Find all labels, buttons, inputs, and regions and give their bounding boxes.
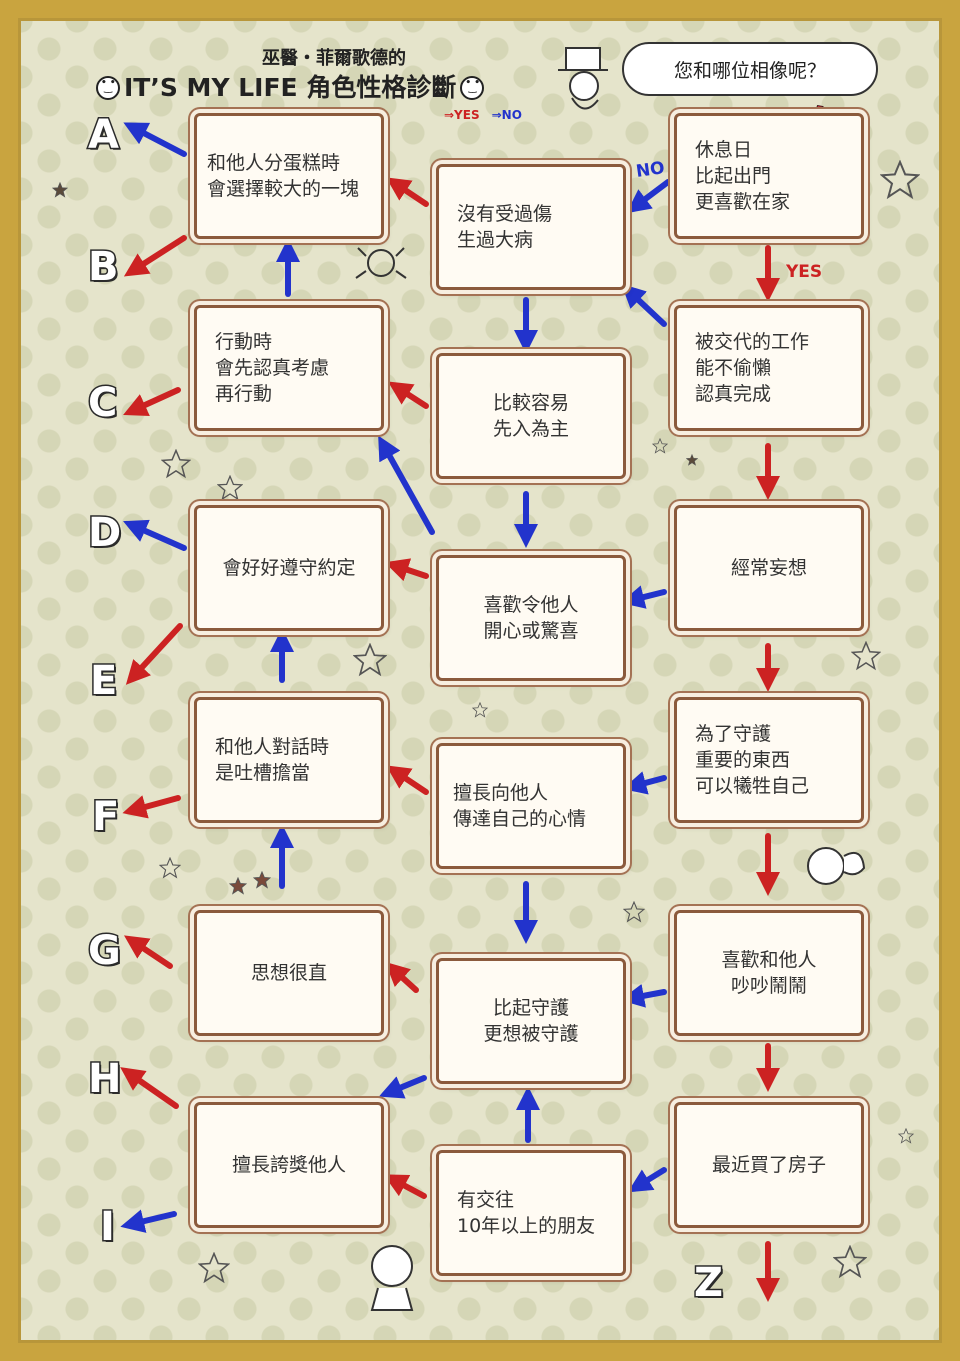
legend-no: ⇒NO	[491, 108, 522, 122]
result-z: Z	[692, 1259, 724, 1308]
subtitle: 巫醫・菲爾歌德的	[262, 48, 406, 69]
star-icon	[198, 1252, 230, 1284]
title-text: IT’S MY LIFE 角色性格診斷	[124, 73, 457, 102]
star-icon	[851, 641, 881, 671]
arrow-yes	[123, 235, 187, 277]
result-c: C	[86, 379, 118, 428]
result-g: G	[87, 927, 123, 976]
star-icon	[472, 702, 488, 718]
arrow-no	[378, 435, 435, 535]
question-bought-house: 最近買了房子	[674, 1102, 864, 1228]
question-noisy: 喜歡和他人 吵吵鬧鬧	[674, 910, 864, 1036]
angel-character-icon	[807, 847, 866, 885]
arrow-yes	[383, 1174, 427, 1199]
question-think-before-act: 行動時 會先認真考慮 再行動	[194, 305, 384, 431]
smiley-face-icon	[96, 76, 120, 100]
arrow-yes	[386, 765, 429, 795]
star-icon	[686, 454, 698, 466]
star-icon	[52, 182, 68, 198]
speech-bubble: 您和哪位相像呢？	[622, 42, 878, 96]
question-sacrifice: 為了守護 重要的東西 可以犧牲自己	[674, 697, 864, 823]
question-honest: 思想很直	[194, 910, 384, 1036]
star-icon	[898, 1128, 914, 1144]
result-h: H	[86, 1055, 123, 1104]
arrow-yes	[125, 623, 183, 685]
result-d: D	[86, 509, 122, 558]
arrow-no	[620, 983, 667, 1008]
sun-creature-icon	[355, 247, 407, 279]
arrow-yes	[387, 381, 429, 409]
page-title: IT’S MY LIFE 角色性格診斷	[92, 68, 488, 104]
question-old-friend: 有交往 10年以上的朋友	[436, 1150, 626, 1276]
question-praise-others: 擅長誇獎他人	[194, 1102, 384, 1228]
star-icon	[880, 160, 920, 200]
arrow-no	[123, 122, 187, 157]
girl-character-icon	[370, 1245, 414, 1311]
legend-yes: ⇒YES	[444, 108, 480, 122]
star-icon	[161, 449, 191, 479]
result-b: B	[87, 243, 120, 292]
question-first-impression: 比較容易 先入為主	[436, 353, 626, 479]
question-stay-home: 休息日 比起出門 更喜歡在家	[674, 113, 864, 239]
smiley-face-icon	[460, 76, 485, 100]
question-daydream: 經常妄想	[674, 505, 864, 631]
arrow-no	[120, 1209, 177, 1233]
arrow-yes	[123, 387, 181, 416]
arrow-no	[123, 519, 187, 551]
star-icon	[652, 438, 668, 454]
question-surprise-others: 喜歡令他人 開心或驚喜	[436, 555, 626, 681]
star-icon	[253, 871, 271, 889]
legend: ⇒YES ⇒NO	[444, 108, 522, 122]
question-be-protected: 比起守護 更想被守護	[436, 958, 626, 1084]
yes-edge-label: YES	[786, 262, 823, 282]
result-e: E	[88, 657, 118, 706]
arrow-yes	[385, 961, 419, 993]
arrow-no	[378, 1075, 427, 1099]
star-icon	[833, 1245, 867, 1279]
arrow-no	[622, 771, 667, 795]
question-express-feelings: 擅長向他人 傳達自己的心情	[436, 743, 626, 869]
arrow-yes	[386, 177, 429, 207]
question-tsukkomi: 和他人對話時 是吐槽擔當	[194, 697, 384, 823]
star-icon	[623, 901, 645, 923]
question-keep-promise: 會好好遵守約定	[194, 505, 384, 631]
arrow-yes	[122, 795, 181, 819]
result-i: I	[99, 1203, 117, 1252]
question-bigger-cake: 和他人分蛋糕時 會選擇較大的一塊	[194, 113, 384, 239]
arrow-yes	[120, 1067, 179, 1109]
doctor-character-icon	[558, 47, 608, 110]
star-icon	[229, 877, 247, 895]
arrow-no	[626, 179, 671, 214]
arrow-yes	[384, 558, 429, 582]
star-icon	[353, 643, 387, 677]
arrow-yes	[124, 935, 173, 969]
arrow-no	[620, 585, 667, 609]
question-never-hurt: 沒有受過傷 生過大病	[436, 164, 626, 290]
star-icon	[159, 857, 181, 879]
no-edge-label: NO	[634, 158, 666, 182]
arrow-no	[627, 1167, 667, 1193]
arrow-no	[621, 283, 667, 327]
question-work-seriously: 被交代的工作 能不偷懶 認真完成	[674, 305, 864, 431]
star-icon	[217, 475, 243, 501]
result-f: F	[90, 793, 120, 842]
result-a: A	[87, 111, 121, 160]
